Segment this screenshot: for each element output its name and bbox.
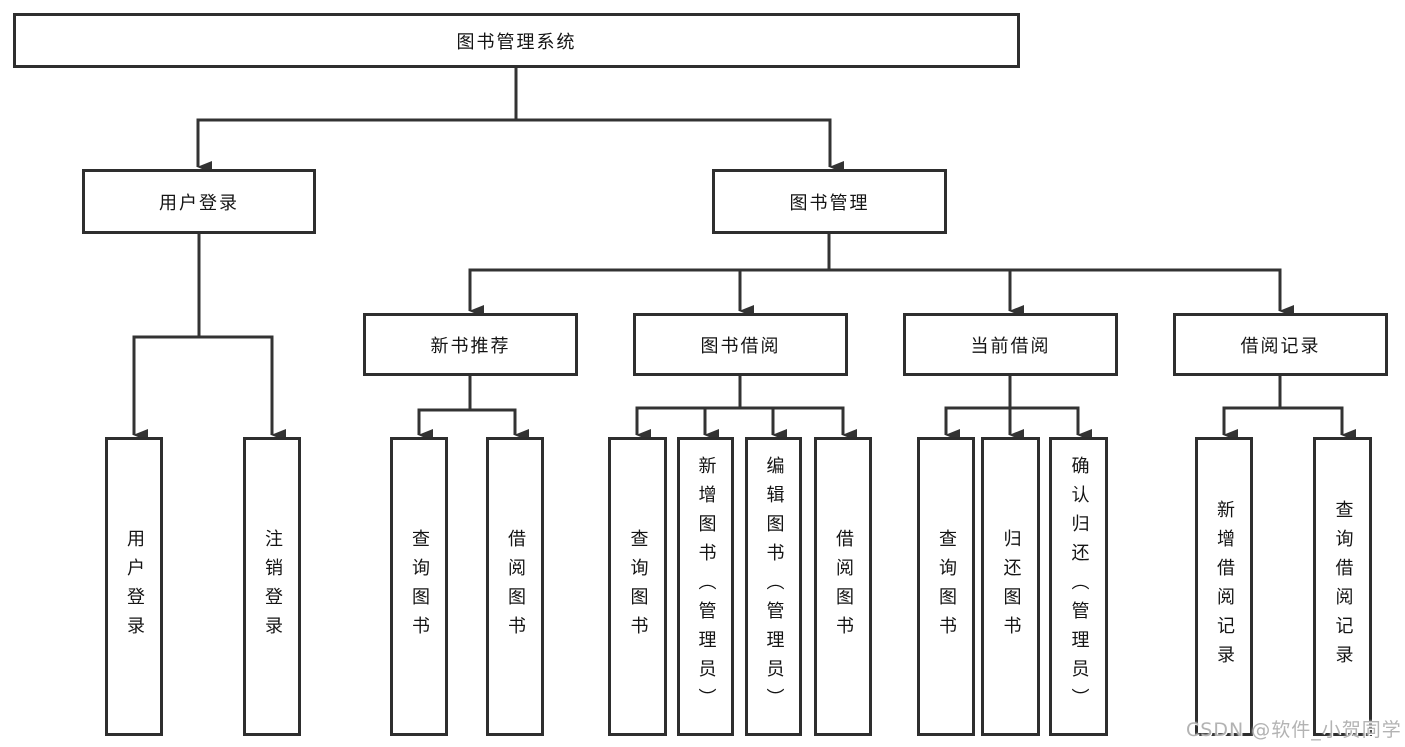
node-label: 用户登录 [124, 528, 145, 645]
rail-management [468, 234, 1282, 272]
node-bb-query-books: 查询图书 [608, 437, 667, 736]
node-label: 查询图书 [936, 528, 957, 645]
rail-current [944, 376, 1080, 410]
node-nb-borrow-books: 借阅图书 [486, 437, 544, 736]
node-logout: 注销登录 [243, 437, 301, 736]
rail-login [132, 234, 274, 339]
rail-borrowing [635, 376, 845, 410]
node-label: 注销登录 [262, 528, 283, 645]
node-login-branch: 用户登录 [82, 169, 316, 234]
node-bb-borrow-books: 借阅图书 [814, 437, 872, 736]
node-bb-add-books-admin: 新增图书（管理员） [677, 437, 734, 736]
node-new-book-recommend: 新书推荐 [363, 313, 578, 376]
node-label: 借阅图书 [833, 528, 854, 645]
csdn-watermark: CSDN @软件_小贺同学 [1186, 719, 1402, 741]
node-bb-edit-books-admin: 编辑图书（管理员） [745, 437, 802, 736]
node-borrow-records: 借阅记录 [1173, 313, 1388, 376]
node-label: 查询借阅记录 [1332, 499, 1354, 674]
node-label: 新增图书（管理员） [695, 456, 717, 717]
rail-records [1222, 376, 1344, 410]
node-root: 图书管理系统 [13, 13, 1020, 68]
node-label: 编辑图书（管理员） [763, 456, 785, 717]
node-nb-query-books: 查询图书 [390, 437, 448, 736]
node-cb-return-books: 归还图书 [981, 437, 1040, 736]
node-label: 归还图书 [1000, 528, 1022, 645]
node-management-branch: 图书管理 [712, 169, 947, 234]
node-label: 确认归还（管理员） [1068, 456, 1090, 717]
node-current-borrowing: 当前借阅 [903, 313, 1118, 376]
node-br-add-record: 新增借阅记录 [1195, 437, 1253, 736]
node-label: 查询图书 [409, 528, 430, 645]
node-br-query-record: 查询借阅记录 [1313, 437, 1372, 736]
node-label: 新增借阅记录 [1214, 499, 1235, 674]
node-cb-confirm-return-admin: 确认归还（管理员） [1049, 437, 1108, 736]
node-book-borrowing: 图书借阅 [633, 313, 848, 376]
rail-new-book [417, 376, 517, 412]
node-user-login: 用户登录 [105, 437, 163, 736]
rail-root [196, 68, 832, 122]
node-label: 查询图书 [627, 528, 649, 645]
node-cb-query-books: 查询图书 [917, 437, 975, 736]
node-label: 借阅图书 [505, 528, 526, 645]
